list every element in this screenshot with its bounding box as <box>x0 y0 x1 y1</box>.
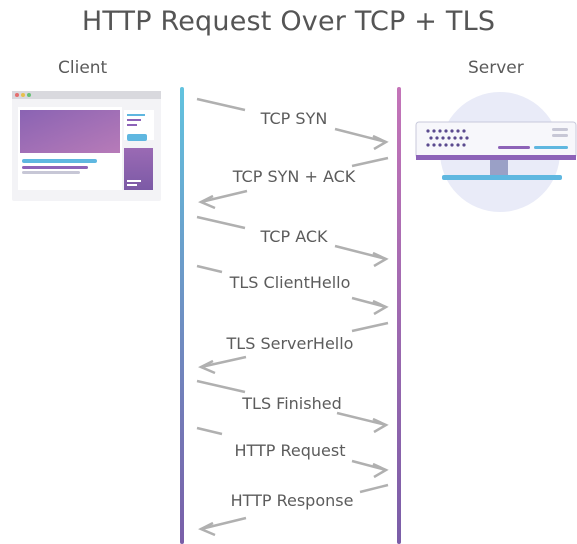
message-tcp-syn: TCP SYN <box>196 97 389 151</box>
message-label: TCP ACK <box>259 227 328 246</box>
diagram-title: HTTP Request Over TCP + TLS <box>81 6 496 37</box>
message-label: TLS ClientHello <box>229 273 351 292</box>
message-label: TLS ServerHello <box>226 334 354 353</box>
message-label: TLS Finished <box>241 394 341 413</box>
message-label: HTTP Response <box>231 491 354 510</box>
message-label: TCP SYN + ACK <box>232 167 356 186</box>
message-tcp-syn-ack: TCP SYN + ACK <box>198 156 389 210</box>
message-tls-finished: TLS Finished <box>196 379 389 434</box>
server-label: Server <box>468 58 524 78</box>
message-label: TCP SYN <box>260 109 328 128</box>
message-tcp-ack: TCP ACK <box>196 215 389 268</box>
message-http-request: HTTP Request <box>196 426 389 479</box>
client-lifeline <box>180 87 184 544</box>
client-illustration-icon <box>12 91 161 201</box>
server-illustration-icon <box>415 92 577 212</box>
client-label: Client <box>58 58 108 78</box>
message-tls-serverhello: TLS ServerHello <box>198 321 389 375</box>
message-http-response: HTTP Response <box>198 483 389 537</box>
message-tls-clienthello: TLS ClientHello <box>196 264 389 316</box>
message-label: HTTP Request <box>234 441 345 460</box>
server-lifeline <box>397 87 401 544</box>
